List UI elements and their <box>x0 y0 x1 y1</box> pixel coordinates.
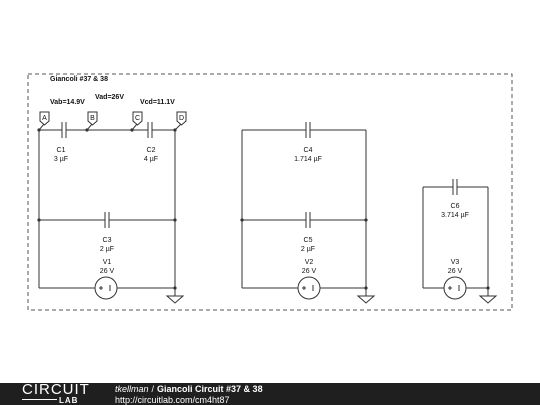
voltage-source-v3-symbol[interactable] <box>443 276 467 300</box>
capacitor-c5-symbol[interactable] <box>305 212 311 228</box>
node-c-label: C <box>135 115 140 122</box>
c4-name: C4 <box>304 147 313 154</box>
footer-bar: CIRCUIT LAB tkellman/Giancoli Circuit #3… <box>0 381 540 405</box>
node-c-flag[interactable]: C <box>131 111 143 131</box>
v1-name: V1 <box>103 259 112 266</box>
node-b-flag[interactable]: B <box>86 111 98 131</box>
capacitor-c3-symbol[interactable] <box>104 212 110 228</box>
footer-separator: / <box>151 384 155 394</box>
c3-value: 2 µF <box>100 246 114 253</box>
voltage-source-v2-symbol[interactable] <box>297 276 321 300</box>
ground-2-icon <box>356 295 376 304</box>
junction-dots-circuit-1 <box>37 128 177 290</box>
wires-circuit-2 <box>241 129 367 296</box>
capacitor-c4-symbol[interactable] <box>305 122 311 138</box>
v2-value: 26 V <box>302 268 317 275</box>
vad-label: Vad=26V <box>95 94 124 101</box>
node-a-flag[interactable]: A <box>38 111 50 131</box>
c6-value: 3.714 µF <box>441 212 469 219</box>
c5-name: C5 <box>304 237 313 244</box>
node-d-label: D <box>179 115 184 122</box>
logo-circuit-text: CIRCUIT <box>22 381 90 398</box>
node-b-label: B <box>90 115 95 122</box>
c4-value: 1.714 µF <box>294 156 322 163</box>
capacitor-c2-symbol[interactable] <box>147 122 153 138</box>
logo-lab-text: LAB <box>59 396 79 405</box>
v3-value: 26 V <box>448 268 463 275</box>
footer-user-link[interactable]: tkellman <box>115 384 149 394</box>
c2-name: C2 <box>147 147 156 154</box>
c3-name: C3 <box>103 237 112 244</box>
diagram-frame <box>27 73 513 311</box>
wires-circuit-1 <box>38 129 176 296</box>
footer-circuit-title[interactable]: Giancoli Circuit #37 & 38 <box>157 384 263 394</box>
schematic-canvas: Giancoli #37 & 38 Vab=14.9V Vad=26V Vcd=… <box>27 73 513 311</box>
ground-1-icon <box>165 295 185 304</box>
footer-attribution: tkellman/Giancoli Circuit #37 & 38 <box>115 384 263 394</box>
vcd-label: Vcd=11.1V <box>140 99 175 106</box>
node-d-flag[interactable]: D <box>174 111 187 131</box>
logo-divider <box>22 399 57 400</box>
c6-name: C6 <box>451 203 460 210</box>
ground-3-icon <box>478 295 498 304</box>
wires-circuit-3 <box>422 186 489 296</box>
voltage-source-v1-symbol[interactable] <box>94 276 118 300</box>
junction-dots-circuit-2 <box>240 218 368 290</box>
diagram-title: Giancoli #37 & 38 <box>50 76 108 83</box>
capacitor-c1-symbol[interactable] <box>61 122 67 138</box>
junction-dot-circuit-3 <box>486 286 490 290</box>
node-a-label: A <box>42 115 47 122</box>
footer-url-link[interactable]: http://circuitlab.com/cm4ht87 <box>115 395 230 405</box>
circuitlab-logo[interactable]: CIRCUIT LAB <box>22 381 92 405</box>
capacitor-c6-symbol[interactable] <box>452 179 458 195</box>
v1-value: 26 V <box>100 268 115 275</box>
vab-label: Vab=14.9V <box>50 99 85 106</box>
v2-name: V2 <box>305 259 314 266</box>
v3-name: V3 <box>451 259 460 266</box>
c2-value: 4 µF <box>144 156 158 163</box>
c1-name: C1 <box>57 147 66 154</box>
c5-value: 2 µF <box>301 246 315 253</box>
c1-value: 3 µF <box>54 156 68 163</box>
